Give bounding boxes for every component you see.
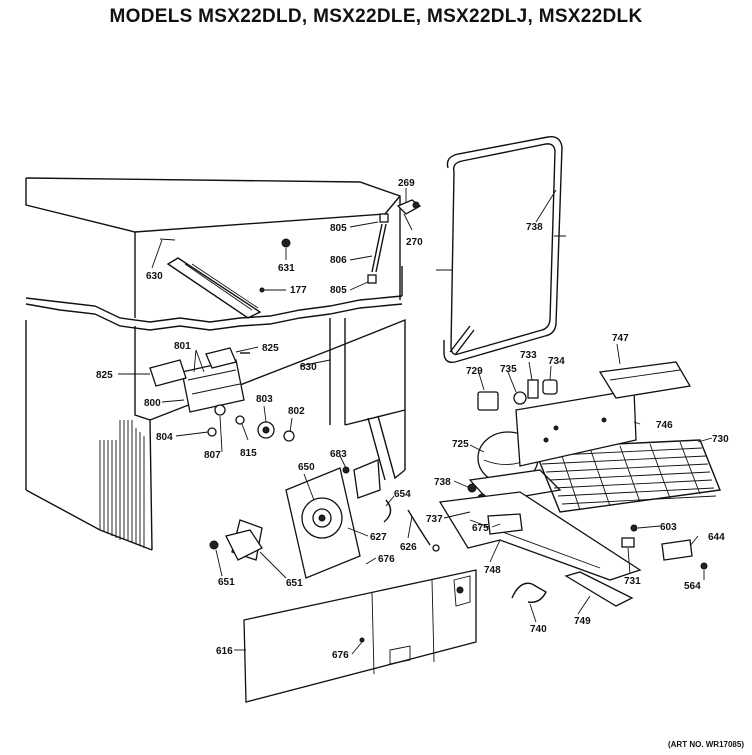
leader-lines <box>118 188 713 655</box>
label-270: 270 <box>406 237 423 248</box>
label-644: 644 <box>708 532 725 543</box>
label-616: 616 <box>216 646 233 657</box>
freezer-cabinet <box>25 177 403 331</box>
label-651-left: 651 <box>218 577 235 588</box>
label-825-left: 825 <box>96 370 113 381</box>
gasket-frame <box>436 136 566 364</box>
label-654: 654 <box>394 489 411 500</box>
label-737: 737 <box>426 514 443 525</box>
label-807: 807 <box>204 450 221 461</box>
label-802: 802 <box>288 406 305 417</box>
label-805-bottom: 805 <box>330 285 347 296</box>
label-650: 650 <box>298 462 315 473</box>
small-parts-cluster <box>477 379 558 411</box>
label-747: 747 <box>612 333 629 344</box>
label-734: 734 <box>548 356 565 367</box>
lower-cabinet <box>25 318 406 551</box>
label-806: 806 <box>330 255 347 266</box>
label-738-base: 738 <box>434 477 451 488</box>
label-564: 564 <box>684 581 701 592</box>
label-804: 804 <box>156 432 173 443</box>
label-730: 730 <box>712 434 729 445</box>
label-731: 731 <box>624 576 641 587</box>
label-630: 630 <box>146 271 163 282</box>
label-675: 675 <box>472 523 489 534</box>
label-269: 269 <box>398 178 415 189</box>
label-815: 815 <box>240 448 257 459</box>
condenser-fan <box>285 459 440 579</box>
label-735: 735 <box>500 364 517 375</box>
water-valve <box>149 347 295 442</box>
label-748: 748 <box>484 565 501 576</box>
label-676-panel: 676 <box>332 650 349 661</box>
label-830: 830 <box>300 362 317 373</box>
label-746: 746 <box>656 420 673 431</box>
label-626: 626 <box>400 542 417 553</box>
label-651-right: 651 <box>286 578 303 589</box>
label-800: 800 <box>144 398 161 409</box>
label-803: 803 <box>256 394 273 405</box>
diagram-title: MODELS MSX22DLD, MSX22DLE, MSX22DLJ, MSX… <box>109 6 643 27</box>
label-738-gasket: 738 <box>526 222 543 233</box>
control-board <box>515 361 692 467</box>
label-801: 801 <box>174 341 191 352</box>
label-740: 740 <box>530 624 547 635</box>
lower-right-parts <box>511 524 708 607</box>
condenser-coil <box>532 439 721 513</box>
access-panel <box>243 569 477 703</box>
label-825-right: 825 <box>262 343 279 354</box>
label-805-top: 805 <box>330 223 347 234</box>
label-725: 725 <box>452 439 469 450</box>
bracket-rod <box>367 199 422 284</box>
label-631: 631 <box>278 263 295 274</box>
label-676-fan: 676 <box>378 554 395 565</box>
label-749: 749 <box>574 616 591 627</box>
label-733: 733 <box>520 350 537 361</box>
label-603: 603 <box>660 522 677 533</box>
part-labels: 269 270 805 806 805 631 177 630 738 801 … <box>96 178 729 661</box>
fan-blade <box>209 519 263 561</box>
label-683: 683 <box>330 449 347 460</box>
art-number: (ART NO. WR17085) <box>667 740 744 749</box>
label-729: 729 <box>466 366 483 377</box>
base-tray <box>438 491 642 581</box>
label-627: 627 <box>370 532 387 543</box>
label-177: 177 <box>290 285 307 296</box>
